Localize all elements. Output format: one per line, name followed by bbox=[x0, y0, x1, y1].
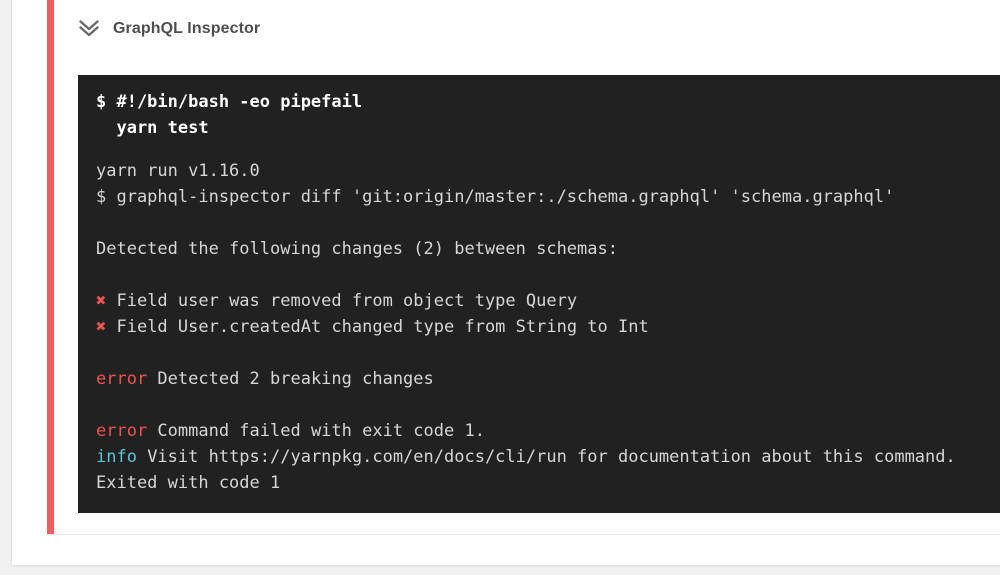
terminal-output: $ #!/bin/bash -eo pipefail yarn test yar… bbox=[78, 75, 1000, 513]
terminal-output-line: error Command failed with exit code 1. bbox=[96, 418, 1000, 444]
terminal-text: Detected 2 breaking changes bbox=[147, 369, 434, 389]
terminal-text: Visit https://yarnpkg.com/en/docs/cli/ru… bbox=[136, 447, 956, 467]
output-block: yarn run v1.16.0 $ graphql-inspector diff… bbox=[96, 158, 1000, 496]
terminal-command-line: yarn test bbox=[96, 118, 209, 138]
error-marker: ✖ bbox=[96, 291, 107, 311]
step-title: GraphQL Inspector bbox=[113, 20, 261, 37]
collapse-chevron-icon[interactable] bbox=[76, 17, 102, 41]
failed-status-stripe bbox=[47, 0, 54, 534]
terminal-output-line: ✖ Field user was removed from object typ… bbox=[96, 288, 1000, 314]
terminal-output-line bbox=[96, 340, 1000, 366]
terminal-output-line bbox=[96, 262, 1000, 288]
terminal-output-line: $ graphql-inspector diff 'git:origin/mas… bbox=[96, 184, 1000, 210]
terminal-text: Exited with code 1 bbox=[96, 473, 281, 493]
terminal-text: Command failed with exit code 1. bbox=[147, 421, 485, 441]
command-block: $ #!/bin/bash -eo pipefail yarn test bbox=[96, 89, 1000, 141]
terminal-output-line bbox=[96, 210, 1000, 236]
job-card: GraphQL Inspector $ #!/bin/bash -eo pipe… bbox=[11, 0, 1000, 566]
terminal-text: yarn run v1.16.0 bbox=[96, 161, 260, 181]
terminal-text: Detected the following changes (2) betwe… bbox=[96, 239, 618, 259]
terminal-output-line: info Visit https://yarnpkg.com/en/docs/c… bbox=[96, 444, 1000, 470]
terminal-text: $ graphql-inspector diff 'git:origin/mas… bbox=[96, 187, 895, 207]
terminal-command-line: $ #!/bin/bash -eo pipefail bbox=[96, 92, 363, 112]
terminal-text: Field User.createdAt changed type from S… bbox=[106, 317, 649, 337]
step-header[interactable]: GraphQL Inspector bbox=[47, 0, 1000, 41]
error-marker: error bbox=[96, 421, 148, 441]
terminal-output-line: Exited with code 1 bbox=[96, 470, 1000, 496]
failed-step-panel: GraphQL Inspector $ #!/bin/bash -eo pipe… bbox=[47, 0, 1000, 535]
terminal-output-line: error Detected 2 breaking changes bbox=[96, 366, 1000, 392]
terminal-text: Field user was removed from object type … bbox=[106, 291, 578, 311]
error-marker: ✖ bbox=[96, 317, 107, 337]
terminal-output-line bbox=[96, 392, 1000, 418]
terminal-output-line: yarn run v1.16.0 bbox=[96, 158, 1000, 184]
info-marker: info bbox=[96, 447, 137, 467]
error-marker: error bbox=[96, 369, 148, 389]
terminal-output-line: ✖ Field User.createdAt changed type from… bbox=[96, 314, 1000, 340]
terminal-output-line: Detected the following changes (2) betwe… bbox=[96, 236, 1000, 262]
